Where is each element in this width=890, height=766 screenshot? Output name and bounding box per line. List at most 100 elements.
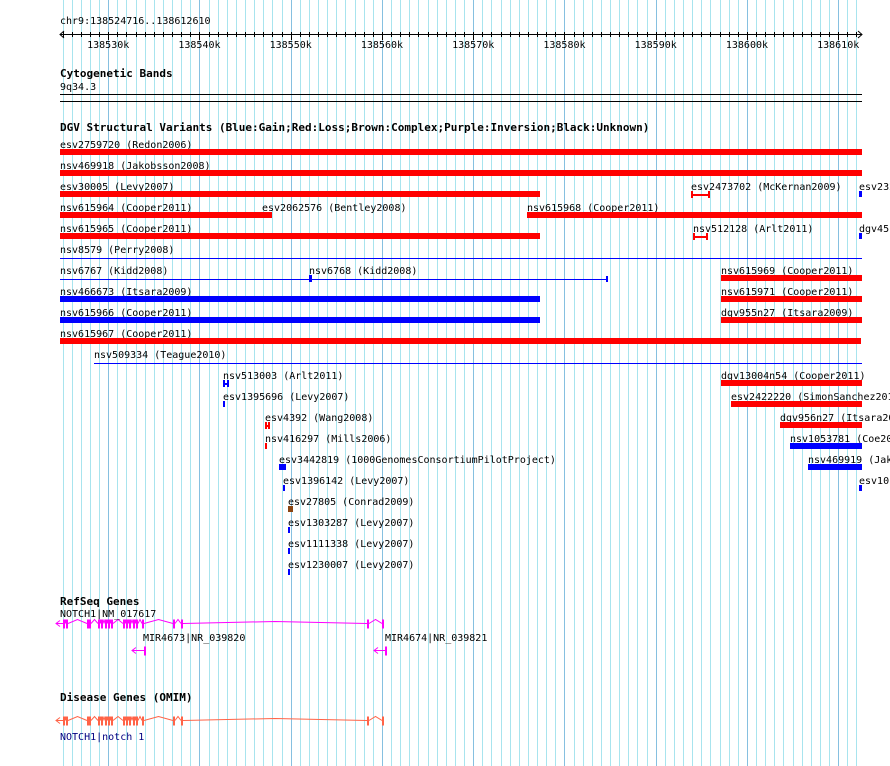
sv-bar[interactable]	[288, 527, 290, 533]
sv-line[interactable]	[94, 363, 862, 364]
intron	[174, 618, 182, 624]
intron	[182, 717, 368, 721]
sv-feature[interactable]: nsv615969 (Cooper2011)	[721, 266, 862, 281]
sv-end-tick	[223, 380, 225, 387]
sv-feature[interactable]: nsv469918 (Jakobsson2008)	[60, 161, 862, 176]
ruler-arrow-icons	[59, 30, 863, 39]
sv-feature[interactable]: nsv6768 (Kidd2008)	[309, 266, 417, 282]
sv-feature[interactable]: nsv615971 (Cooper2011)	[721, 287, 862, 302]
sv-line[interactable]	[693, 236, 708, 238]
sv-bar[interactable]	[721, 380, 862, 386]
sv-bar[interactable]	[790, 443, 862, 449]
exon	[98, 619, 100, 629]
sv-bar[interactable]	[527, 212, 862, 218]
sv-bar[interactable]	[780, 422, 862, 428]
sv-line[interactable]	[691, 194, 710, 196]
sv-feature[interactable]: esv1111338 (Levy2007)	[288, 539, 414, 554]
sv-feature[interactable]: nsv615967 (Cooper2011)	[60, 329, 861, 344]
sv-line[interactable]	[60, 258, 862, 259]
sv-label: nsv615964 (Cooper2011)	[60, 203, 192, 214]
sv-feature[interactable]: nsv416297 (Mills2006)	[265, 434, 391, 449]
refseq-gene[interactable]: MIR4673|NR_039820	[131, 633, 245, 656]
sv-end-tick	[691, 191, 693, 198]
gene-label: NOTCH1|NM_017617	[60, 609, 156, 620]
omim-gene[interactable]	[55, 715, 384, 726]
omim-gene-label[interactable]: NOTCH1|notch 1	[60, 732, 144, 743]
sv-feature[interactable]: nsv615968 (Cooper2011)	[527, 203, 862, 218]
sv-feature[interactable]: esv27805 (Conrad2009)	[288, 497, 414, 512]
sv-feature[interactable]: nsv615965 (Cooper2011)	[60, 224, 540, 239]
refseq-gene[interactable]: NOTCH1|NM_017617	[55, 609, 384, 629]
intron	[174, 715, 182, 721]
sv-bar[interactable]	[60, 338, 861, 344]
sv-feature[interactable]: dgv45	[859, 224, 889, 239]
sv-feature[interactable]: nsv8579 (Perry2008)	[60, 245, 862, 259]
sv-feature[interactable]: esv2759720 (Redon2006)	[60, 140, 862, 155]
sv-feature[interactable]: esv2422220 (SimonSanchez2010)	[731, 392, 890, 407]
sv-bar[interactable]	[288, 569, 290, 575]
sv-feature[interactable]: nsv1053781 (Coe2014)	[790, 434, 890, 449]
sv-feature[interactable]: esv10	[859, 476, 889, 491]
sv-feature[interactable]: nsv469919 (Jakobsson2008)	[808, 455, 890, 470]
sv-bar[interactable]	[60, 317, 540, 323]
sv-bar[interactable]	[223, 401, 225, 407]
intron	[130, 716, 134, 721]
sv-bar[interactable]	[283, 485, 285, 491]
sv-feature[interactable]: esv2062576 (Bentley2008)	[262, 203, 407, 218]
sv-line[interactable]	[265, 425, 270, 427]
sv-feature[interactable]: esv2473702 (McKernan2009)	[691, 182, 842, 198]
sv-feature[interactable]: nsv6767 (Kidd2008)	[60, 266, 608, 282]
exon	[89, 716, 91, 726]
intron	[106, 716, 109, 721]
sv-bar[interactable]	[265, 443, 267, 449]
exon	[63, 716, 65, 726]
exon	[142, 716, 144, 726]
sv-feature[interactable]: nsv615966 (Cooper2011)	[60, 308, 540, 323]
sv-bar[interactable]	[859, 485, 862, 491]
sv-bar[interactable]	[60, 191, 540, 197]
sv-bar[interactable]	[808, 464, 862, 470]
exon	[129, 619, 131, 629]
sv-bar[interactable]	[731, 401, 862, 407]
intron	[368, 618, 383, 624]
sv-bar[interactable]	[288, 506, 293, 512]
sv-bar[interactable]	[859, 191, 862, 197]
sv-feature[interactable]: esv3442819 (1000GenomesConsortiumPilotPr…	[279, 455, 556, 470]
sv-bar[interactable]	[60, 212, 262, 218]
sv-feature[interactable]: dgv13004n54 (Cooper2011)	[721, 371, 866, 386]
sv-bar[interactable]	[721, 317, 862, 323]
sv-feature[interactable]: nsv615964 (Cooper2011)	[60, 203, 262, 218]
sv-feature[interactable]: esv1230007 (Levy2007)	[288, 560, 414, 575]
sv-bar[interactable]	[60, 170, 862, 176]
sv-line[interactable]	[223, 383, 229, 385]
sv-feature[interactable]: nsv509334 (Teague2010)	[94, 350, 862, 364]
exon	[87, 716, 89, 726]
sv-bar[interactable]	[262, 212, 272, 218]
sv-feature[interactable]: esv1303287 (Levy2007)	[288, 518, 414, 533]
intron	[106, 619, 109, 624]
sv-feature[interactable]: esv1395696 (Levy2007)	[223, 392, 349, 407]
exon	[126, 619, 128, 629]
sv-bar[interactable]	[721, 275, 862, 281]
sv-line[interactable]	[60, 279, 607, 280]
sv-feature[interactable]: nsv513003 (Arlt2011)	[223, 371, 343, 387]
sv-feature[interactable]: esv232	[859, 182, 890, 197]
refseq-gene[interactable]: MIR4674|NR_039821	[373, 633, 487, 656]
sv-bar[interactable]	[288, 548, 290, 554]
sv-bar[interactable]	[859, 233, 862, 239]
sv-feature[interactable]: dgv955n27 (Itsara2009)	[721, 308, 862, 323]
sv-bar[interactable]	[60, 233, 540, 239]
sv-bar[interactable]	[721, 296, 862, 302]
sv-feature[interactable]: esv4392 (Wang2008)	[265, 413, 373, 429]
sv-bar[interactable]	[60, 296, 540, 302]
sv-feature[interactable]: esv1396142 (Levy2007)	[283, 476, 409, 491]
sv-feature[interactable]: nsv466673 (Itsara2009)	[60, 287, 540, 302]
sv-bar[interactable]	[279, 464, 286, 470]
sv-feature[interactable]: nsv512128 (Arlt2011)	[693, 224, 813, 240]
sv-feature[interactable]: esv30005 (Levy2007)	[60, 182, 540, 197]
intron	[90, 715, 99, 721]
sv-bar[interactable]	[60, 149, 862, 155]
sv-feature[interactable]: dgv956n27 (Itsara2009)	[780, 413, 890, 428]
